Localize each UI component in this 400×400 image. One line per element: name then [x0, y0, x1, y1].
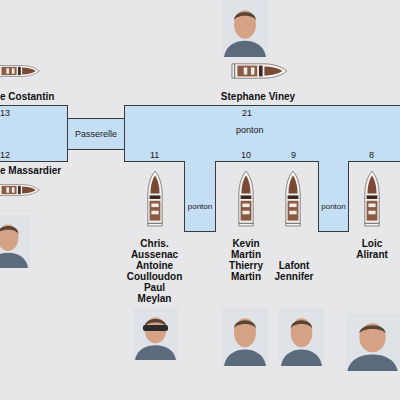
pontoon-label: Passerelle — [68, 129, 124, 139]
owner-photo — [133, 308, 178, 360]
berth-number: 12 — [0, 150, 10, 160]
owner-photo — [345, 313, 400, 371]
footbridge: Passerelle — [67, 118, 125, 150]
boat-icon — [148, 171, 162, 226]
berth-number: 8 — [369, 150, 374, 160]
main-pontoon: 21 ponton 11 10 9 8 — [124, 105, 400, 162]
berth-number: 21 — [242, 108, 252, 118]
owner-photo — [222, 0, 268, 57]
boat-icon — [286, 171, 300, 226]
boat-icon — [239, 171, 253, 226]
boat-icon — [0, 66, 39, 77]
berth-block: 13 12 — [0, 105, 68, 162]
owner-photo — [222, 308, 268, 366]
owner-name: e Massardier — [0, 165, 90, 176]
boat-icon — [365, 171, 379, 226]
finger-pontoon: ponton — [184, 161, 216, 232]
berth-number: 9 — [291, 150, 296, 160]
pontoon-label: ponton — [319, 202, 348, 212]
pontoon-label: ponton — [185, 202, 215, 212]
owner-photo — [279, 308, 324, 366]
berth-number: 11 — [150, 150, 159, 160]
sunglasses — [143, 325, 168, 331]
pontoon-label: ponton — [236, 125, 264, 135]
owner-name: Kevin Martin Thierry Martin — [224, 238, 268, 282]
owner-name: Stephane Viney — [203, 91, 313, 102]
finger-pontoon: ponton — [318, 161, 349, 232]
owner-name: e Costantin — [0, 91, 90, 102]
boat-icon — [0, 185, 39, 196]
owner-photo — [0, 215, 30, 268]
boat-icon — [232, 64, 287, 78]
berth-number: 10 — [241, 150, 251, 160]
owner-name: Chris. Aussenac Antoine Coulloudon Paul … — [126, 238, 183, 304]
berth-number: 13 — [0, 108, 10, 118]
owner-name: Loic Alirant — [350, 238, 394, 260]
owner-name: Lafont Jennifer — [272, 260, 316, 282]
